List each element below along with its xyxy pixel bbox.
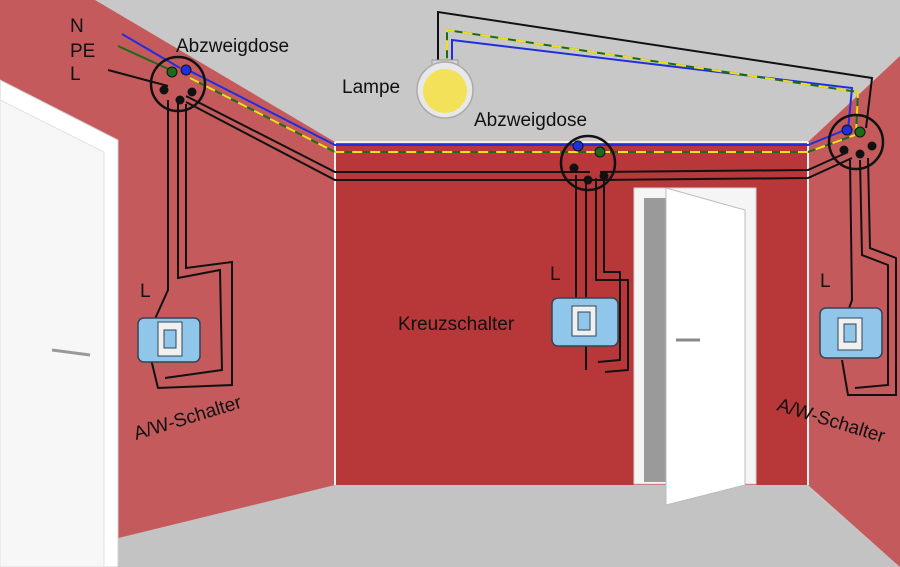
lamp	[416, 59, 474, 119]
label-jbox-center: Abzweigdose	[474, 110, 587, 131]
label-pe: PE	[70, 41, 95, 62]
door-handle	[51, 348, 91, 357]
junction-box-right	[827, 113, 885, 171]
back-door	[633, 187, 757, 506]
switch-center	[551, 297, 619, 347]
label-lamp: Lampe	[342, 77, 400, 98]
lamp-wires	[437, 10, 874, 135]
switch-left	[137, 317, 201, 363]
label-l-main: L	[70, 64, 81, 85]
switch-right	[819, 307, 883, 359]
floor	[0, 485, 900, 567]
label-l-center: L	[550, 264, 561, 285]
label-l-right: L	[820, 271, 831, 292]
label-l-left: L	[140, 281, 151, 302]
label-n: N	[70, 16, 84, 37]
label-jbox-left: Abzweigdose	[176, 36, 289, 57]
junction-box-center	[559, 134, 617, 192]
label-cross-switch: Kreuzschalter	[398, 314, 515, 335]
top-wires-left-to-center	[185, 69, 600, 181]
left-switch-wires	[149, 100, 233, 390]
supply-wires	[107, 33, 181, 87]
left-door	[0, 79, 119, 567]
top-wires-center-to-right	[580, 129, 856, 181]
junction-box-left	[149, 55, 207, 113]
